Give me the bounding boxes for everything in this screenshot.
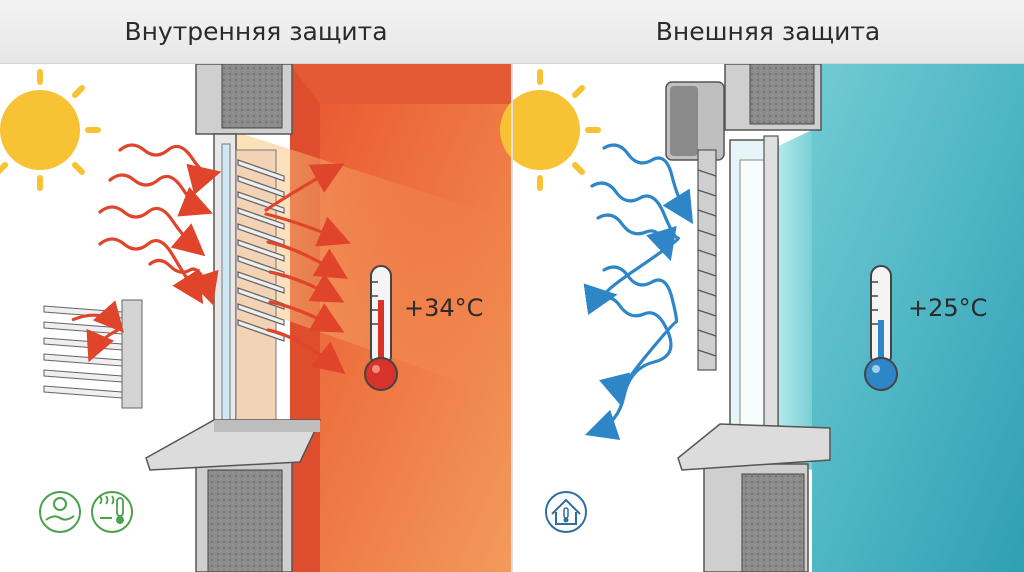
left-panel-scene [0, 63, 511, 572]
left-temperature-label: +34°C [404, 294, 484, 322]
thermometer-hot-icon [364, 265, 398, 391]
right-temperature-label: +25°C [908, 294, 988, 322]
thermometer-cool-icon [864, 265, 898, 391]
right-panel-title: Внешняя защита [512, 0, 1024, 64]
eco-hand-sun-icon [39, 491, 81, 533]
blind-inset-illustration [43, 299, 143, 409]
right-panel-scene [500, 63, 1024, 572]
house-thermometer-icon [545, 491, 587, 533]
heat-thermometer-icon [91, 491, 133, 533]
sun-right-icon [500, 69, 601, 191]
panel-divider [511, 0, 513, 572]
left-panel-title: Внутренняя защита [0, 0, 512, 64]
sun-left-icon [0, 69, 101, 191]
